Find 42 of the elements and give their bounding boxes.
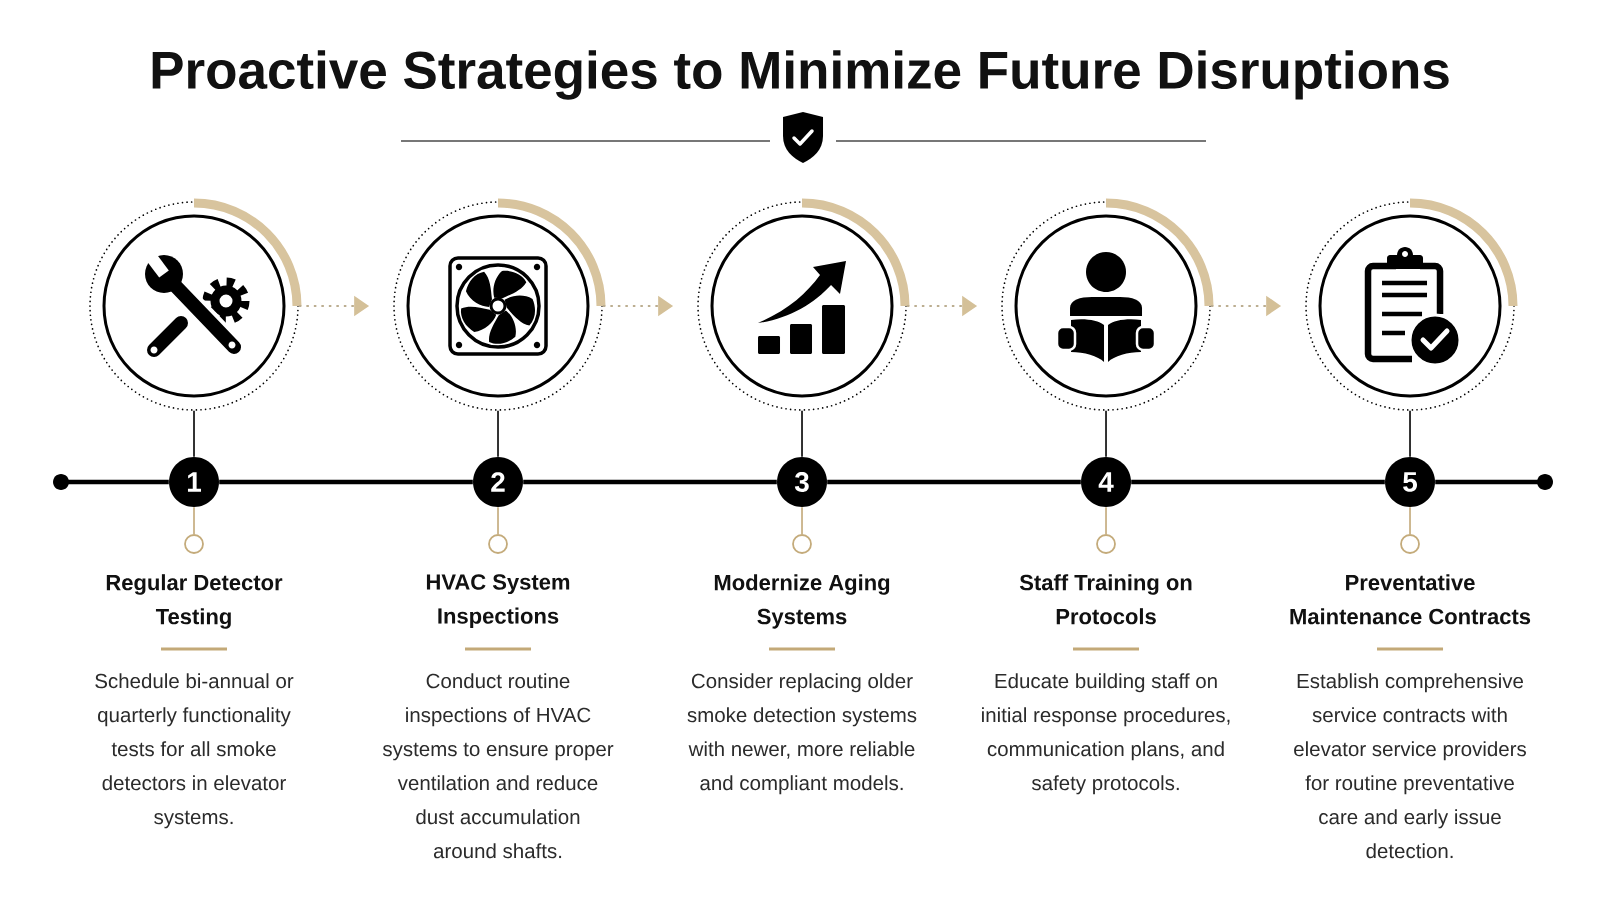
step-number: 5 [1385,457,1435,507]
connector-line [801,410,803,458]
step-heading: Modernize Aging Systems [714,574,890,629]
step-number: 4 [1081,457,1131,507]
connector-line [193,410,195,458]
step-number: 1 [169,457,219,507]
timeline [523,479,777,485]
step-heading: HVAC System Inspections [426,574,570,629]
connector-line [1105,410,1107,458]
connector-line [801,506,803,535]
step-description: Educate building staff on initial response procedures, communication plans, and safety protocols. [982,673,1230,795]
title: Proactive Strategies to Minimize Future Disruptions [152,50,1449,100]
connector-line [497,506,499,535]
icon-ring [89,201,299,411]
marker-circle [1400,534,1420,554]
connector-line [1409,506,1411,535]
marker-circle [1096,534,1116,554]
marker-circle [488,534,508,554]
timeline [1131,479,1385,485]
connector-line [497,410,499,458]
step-heading: Staff Training on Protocols [1019,574,1192,625]
step-description: Schedule bi-annual or quarterly functionality tests for all smoke detectors in elevator systems. [95,673,294,829]
icon-ring [1001,201,1211,411]
step-heading: Preventative Maintenance Contracts [1290,574,1531,625]
icon-ring [1305,201,1515,411]
step-description: Establish comprehensive service contracts with elevator service providers for routine preventative care and early issue detection. [1294,673,1526,859]
step-description: Consider replacing older smoke detection systems with newer, more reliable and compliant models. [687,673,917,795]
marker-circle [184,534,204,554]
marker-circle [792,534,812,554]
step-number: 2 [473,457,523,507]
timeline [827,479,1081,485]
connector-line [1409,410,1411,458]
icon-ring [697,201,907,411]
step-description: Conduct routine inspections of HVAC systems to ensure proper ventilation and reduce dust accumulation around shafts. [382,673,614,859]
timeline [53,474,169,490]
icon-ring [393,201,603,411]
step-heading: Regular Detector Testing [106,574,283,629]
connector-line [193,506,195,535]
connector-line [1105,506,1107,535]
timeline [1435,474,1553,490]
timeline [219,479,473,485]
step-number: 3 [777,457,827,507]
